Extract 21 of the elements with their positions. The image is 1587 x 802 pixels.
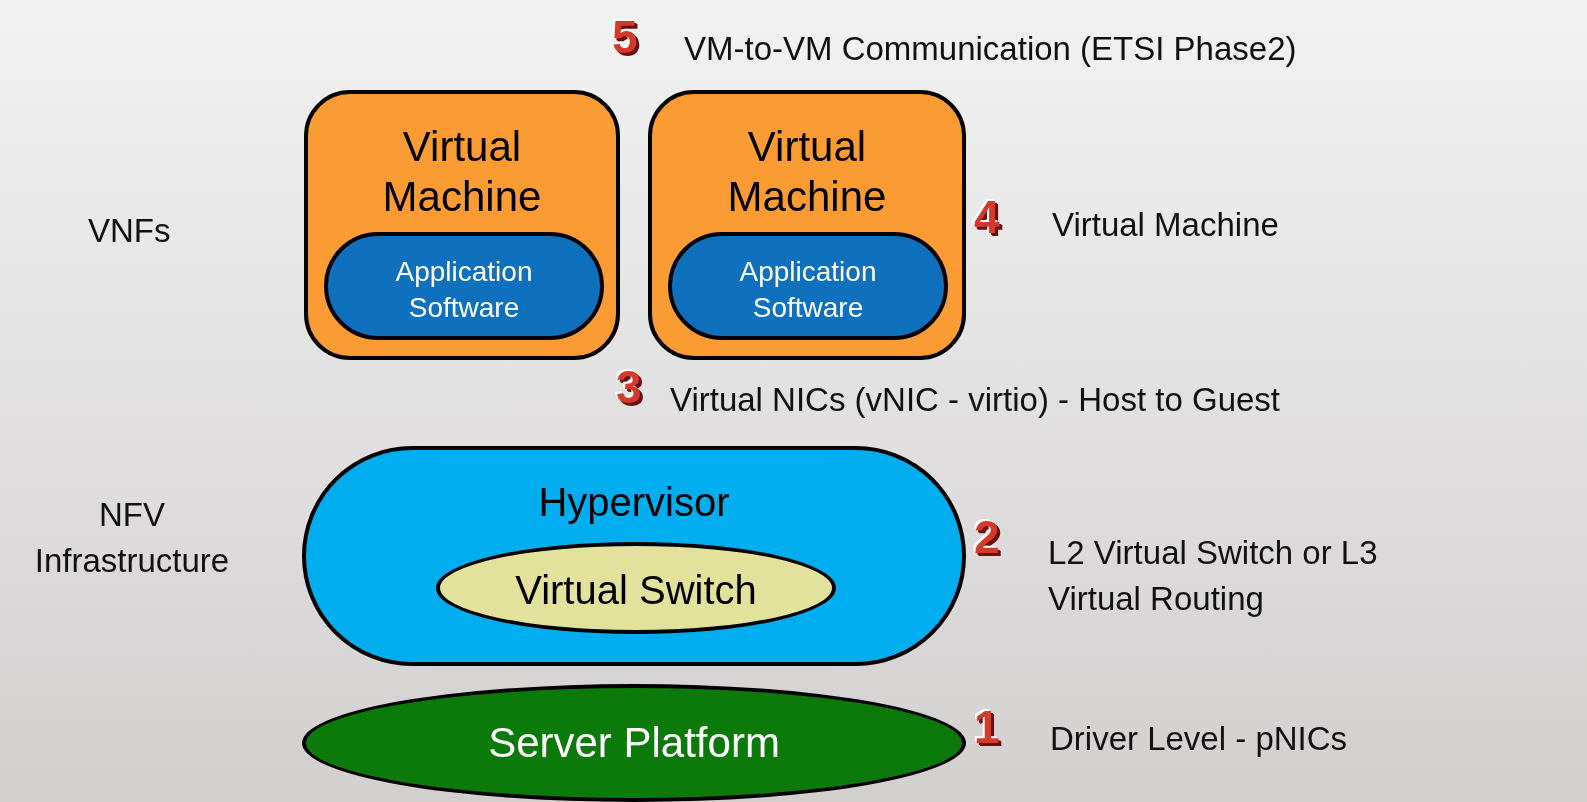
node-label: Virtual Machine: [381, 122, 543, 222]
annotation-text: Virtual Machine: [1052, 205, 1279, 245]
annotation-text: VM-to-VM Communication (ETSI Phase2): [684, 29, 1297, 69]
annotation-text: VNFs: [88, 211, 171, 251]
node-label: Application Software: [394, 255, 534, 326]
annotation-text: L2 Virtual Switch or L3 Virtual Routing: [1048, 533, 1379, 620]
annotation-text: NFV Infrastructure: [33, 495, 231, 582]
virtual-machine-box: [648, 90, 966, 360]
node-label: Virtual Machine: [726, 122, 888, 222]
node-label: Server Platform: [487, 718, 781, 768]
node-label: Application Software: [738, 255, 878, 326]
callout-number: 3: [616, 360, 642, 414]
callout-number: 5: [612, 10, 638, 64]
callout-number: 1: [974, 700, 1000, 754]
virtual-machine-box: [304, 90, 620, 360]
annotation-text: Driver Level - pNICs: [1050, 719, 1348, 759]
callout-number: 4: [974, 190, 1000, 244]
node-label: Hypervisor: [537, 479, 731, 526]
node-label: Virtual Switch: [514, 567, 758, 614]
annotation-text: Virtual NICs (vNIC - virtio) - Host to Guest: [670, 380, 1280, 420]
callout-number: 2: [974, 510, 1000, 564]
